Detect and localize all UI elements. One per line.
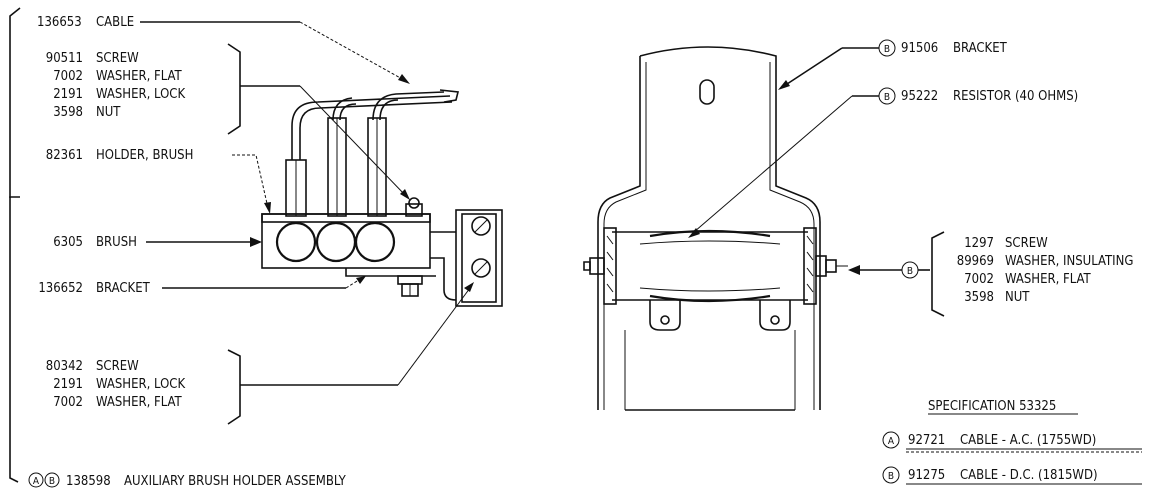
cable-part-name: CABLE	[96, 15, 134, 30]
spec-a-part-name: CABLE - A.C. (1755WD)	[960, 433, 1096, 448]
right-group-insulating-washer-number: 89969	[957, 254, 994, 269]
top-group-screw-name: SCREW	[96, 51, 139, 66]
resistor-part-name: RESISTOR (40 OHMS)	[953, 89, 1078, 104]
right-group-screw-number: 1297	[964, 236, 994, 251]
resistor-part-number: 95222	[901, 89, 938, 104]
brush-part-number: 6305	[53, 235, 83, 250]
bottom-group-lock-washer-number: 2191	[53, 377, 83, 392]
top-group-flat-washer-number: 7002	[53, 69, 83, 84]
bottom-group-flat-washer-number: 7002	[53, 395, 83, 410]
spec-b-part-number: 91275	[908, 468, 945, 483]
right-callouts: B 91506 BRACKET B 95222 RESISTOR (40 OHM…	[688, 39, 1133, 317]
assembly-marker-b: B	[49, 476, 55, 487]
holder-part-name: HOLDER, BRUSH	[96, 148, 193, 163]
spec-marker-b: B	[888, 471, 894, 482]
top-group-nut-number: 3598	[53, 105, 83, 120]
brush-holder-drawing	[261, 89, 503, 307]
resistor-bracket-part-number: 91506	[901, 41, 938, 56]
right-group-nut-number: 3598	[964, 290, 994, 305]
spec-marker-a: A	[888, 436, 895, 447]
right-group-flat-washer-name: WASHER, FLAT	[1005, 272, 1092, 287]
hardware-group-marker-b: B	[907, 266, 913, 277]
right-group-flat-washer-number: 7002	[964, 272, 994, 287]
right-group-insulating-washer-name: WASHER, INSULATING	[1005, 254, 1133, 269]
cable-part-number: 136653	[37, 15, 82, 30]
assembly-part-number: 138598	[66, 474, 111, 489]
bottom-group-screw-number: 80342	[46, 359, 83, 374]
specification-title: SPECIFICATION 53325	[928, 399, 1056, 414]
top-group-flat-washer-name: WASHER, FLAT	[96, 69, 183, 84]
top-group-lock-washer-number: 2191	[53, 87, 83, 102]
resistor-bracket-part-name: BRACKET	[953, 41, 1008, 56]
brush-part-name: BRUSH	[96, 235, 137, 250]
right-group-screw-name: SCREW	[1005, 236, 1048, 251]
left-callouts: 136653 CABLE 90511 SCREW 7002 WASHER, FL…	[9, 7, 474, 489]
holder-part-number: 82361	[46, 148, 83, 163]
spec-b-part-name: CABLE - D.C. (1815WD)	[960, 468, 1098, 483]
resistor-marker-b: B	[884, 92, 890, 103]
assembly-marker-a: A	[33, 476, 40, 487]
right-group-nut-name: NUT	[1005, 290, 1030, 305]
bracket-part-name: BRACKET	[96, 281, 151, 296]
assembly-part-name: AUXILIARY BRUSH HOLDER ASSEMBLY	[124, 474, 347, 489]
spec-a-part-number: 92721	[908, 433, 945, 448]
bottom-group-lock-washer-name: WASHER, LOCK	[96, 377, 185, 392]
bracket-marker-b: B	[884, 44, 890, 55]
bracket-part-number: 136652	[38, 281, 83, 296]
resistor-drawing	[583, 46, 848, 411]
top-group-nut-name: NUT	[96, 105, 121, 120]
bottom-group-flat-washer-name: WASHER, FLAT	[96, 395, 183, 410]
top-group-lock-washer-name: WASHER, LOCK	[96, 87, 185, 102]
specification-table: SPECIFICATION 53325 A 92721 CABLE - A.C.…	[882, 399, 1142, 485]
top-group-screw-number: 90511	[46, 51, 83, 66]
bottom-group-screw-name: SCREW	[96, 359, 139, 374]
